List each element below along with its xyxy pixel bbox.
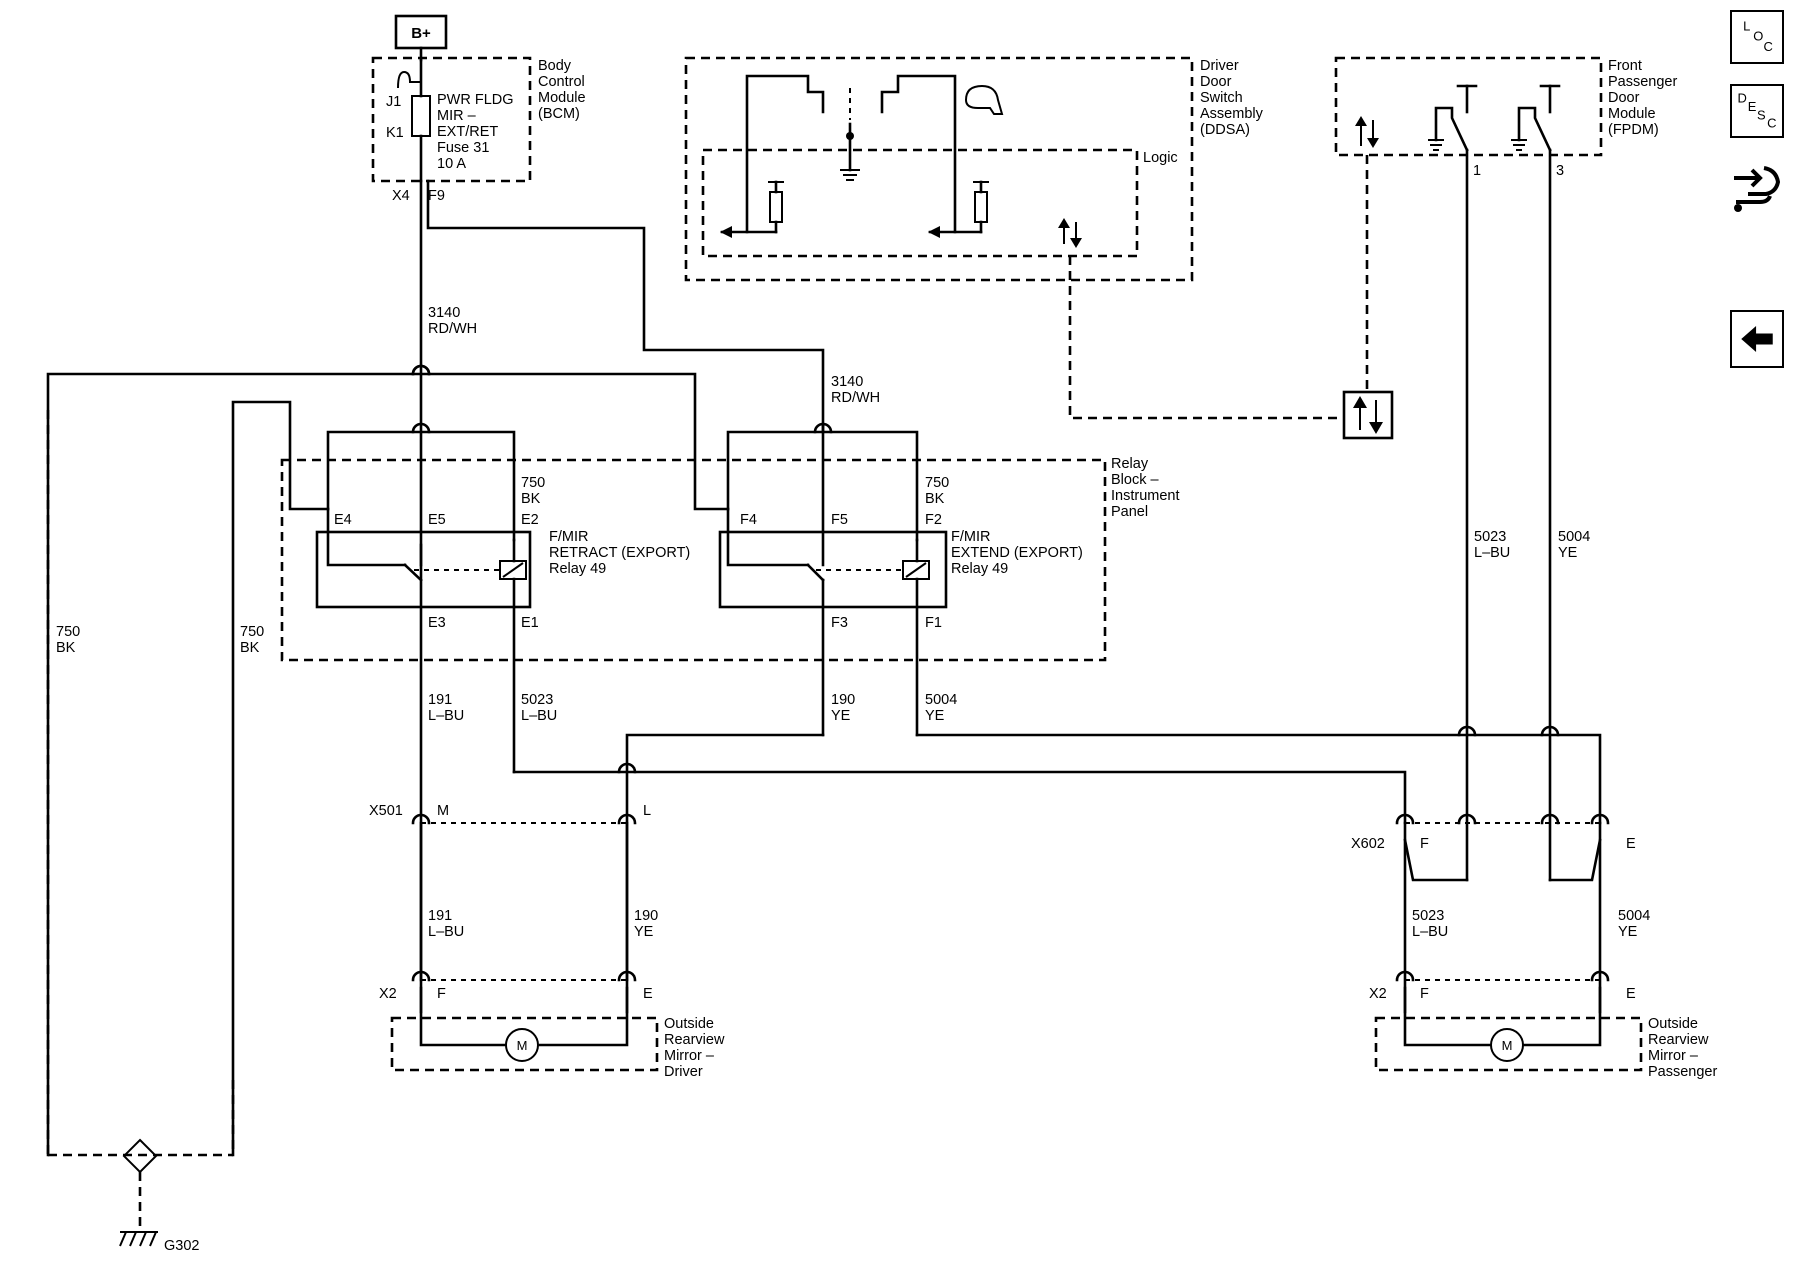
connector-x602: X602 F E — [1351, 813, 1636, 1014]
wire-5023-c: 5023 L–BU — [1412, 908, 1448, 940]
passenger-mirror-label: Outside Rearview Mirror – Passenger — [1648, 1016, 1717, 1080]
connector-x501: X501 M L — [369, 803, 651, 825]
fuse-label: PWR FLDG MIR – EXT/RET Fuse 31 10 A — [437, 92, 518, 172]
wire-5023-a: 5023 L–BU — [521, 692, 557, 724]
location-button[interactable]: L O C — [1730, 10, 1784, 64]
svg-text:E: E — [1748, 99, 1757, 114]
driver-mirror: M X2 F E Outside Rearview Mirror – Drive… — [379, 821, 728, 1080]
pin-e2: E2 — [521, 512, 539, 528]
wire-750-d: 750 BK — [240, 624, 268, 656]
wire-190-a: 190 YE — [831, 692, 859, 724]
relay-extend: F4 F5 F2 F3 F1 F/MIR EXTEND (EXPORT) Rel… — [718, 422, 1087, 737]
output-wires — [512, 148, 1602, 1014]
ground-wires — [46, 364, 730, 1157]
svg-text:O: O — [1753, 29, 1763, 44]
wire-750-a: 750 BK — [521, 475, 549, 507]
ground-symbol: G302 — [119, 1138, 199, 1254]
wire-5004-a: 5004 YE — [925, 692, 961, 724]
wire-3140-b: 3140 RD/WH — [831, 374, 880, 406]
x602-pin-e: E — [1626, 836, 1636, 852]
pin-x4: X4 — [392, 188, 410, 204]
x2-driver-pin-e: E — [643, 986, 653, 1002]
tools-icon[interactable] — [1730, 158, 1784, 218]
x602-label: X602 — [1351, 836, 1385, 852]
fpdm-pin-1: 1 — [1473, 163, 1481, 179]
x501-pin-m: M — [437, 803, 449, 819]
pin-f9: F9 — [428, 188, 445, 204]
pin-f3: F3 — [831, 615, 848, 631]
ddsa-module: Logic Driver Door Switch Assembly (DDSA) — [684, 56, 1267, 282]
x501-pin-l: L — [643, 803, 651, 819]
fpdm-label: Front Passenger Door Module (FPDM) — [1608, 58, 1681, 138]
fpdm-module: 1 3 Front Passenger Door Module (FPDM) — [1334, 56, 1681, 179]
wire-191-a: 191 L–BU — [428, 692, 464, 724]
x2-pass-label: X2 — [1369, 986, 1387, 1002]
pin-f1: F1 — [925, 615, 942, 631]
wire-190-b: 190 YE — [634, 908, 662, 940]
relay-block-label: Relay Block – Instrument Panel — [1111, 456, 1184, 520]
motor-label: M — [1502, 1038, 1513, 1053]
fuse-icon — [411, 95, 431, 137]
pin-f2: F2 — [925, 512, 942, 528]
relay-retract-label: F/MIR RETRACT (EXPORT) Relay 49 — [549, 529, 694, 577]
pin-e5: E5 — [428, 512, 446, 528]
pin-k1: K1 — [386, 125, 404, 141]
back-button[interactable] — [1730, 310, 1784, 368]
mirror-icon — [964, 84, 1004, 115]
svg-text:C: C — [1763, 39, 1772, 54]
relay-retract: E4 E5 E2 E3 E1 F/MIR RETRACT (EXPORT) Re… — [315, 422, 694, 774]
pin-f5: F5 — [831, 512, 848, 528]
x2-driver-pin-f: F — [437, 986, 446, 1002]
wire-3140-a: 3140 RD/WH — [428, 305, 477, 337]
passenger-mirror: M X2 F E Outside Rearview Mirror – Passe… — [1369, 970, 1717, 1080]
serial-data-link — [1068, 155, 1394, 440]
description-button[interactable]: D E S C — [1730, 84, 1784, 138]
motor-label: M — [517, 1038, 528, 1053]
wire-5023-b: 5023 L–BU — [1474, 529, 1510, 561]
x501-label: X501 — [369, 803, 403, 819]
battery-label: B+ — [411, 25, 431, 42]
wire-5004-c: 5004 YE — [1618, 908, 1654, 940]
wire-191-b: 191 L–BU — [428, 908, 464, 940]
bcm-label: Body Control Module (BCM) — [538, 58, 590, 122]
svg-text:C: C — [1767, 116, 1776, 131]
pin-f4: F4 — [740, 512, 757, 528]
svg-text:L: L — [1743, 19, 1750, 34]
ground-label: G302 — [164, 1238, 199, 1254]
driver-mirror-label: Outside Rearview Mirror – Driver — [664, 1016, 728, 1080]
power-wires — [411, 179, 825, 1014]
x2-pass-pin-e: E — [1626, 986, 1636, 1002]
pin-e4: E4 — [334, 512, 352, 528]
motor-icon — [505, 1028, 539, 1062]
bcm-module: B+ J1 K1 PWR FLDG MIR – EXT/RET Fuse 31 … — [371, 14, 590, 204]
wire-5004-b: 5004 YE — [1558, 529, 1594, 561]
serial-data-icon — [1058, 218, 1082, 248]
serial-data-icon — [1355, 116, 1379, 148]
x2-driver-label: X2 — [379, 986, 397, 1002]
wire-750-b: 750 BK — [925, 475, 953, 507]
back-arrow-icon — [1741, 326, 1773, 352]
svg-text:D: D — [1738, 91, 1747, 106]
pin-j1: J1 — [386, 94, 401, 110]
relay-extend-label: F/MIR EXTEND (EXPORT) Relay 49 — [951, 529, 1087, 577]
wire-750-c: 750 BK — [56, 624, 84, 656]
fpdm-pin-3: 3 — [1556, 163, 1564, 179]
ddsa-label: Driver Door Switch Assembly (DDSA) — [1200, 58, 1267, 138]
motor-icon — [1490, 1028, 1524, 1062]
ddsa-logic-label: Logic — [1143, 150, 1178, 166]
x2-pass-pin-f: F — [1420, 986, 1429, 1002]
pin-e1: E1 — [521, 615, 539, 631]
pin-e3: E3 — [428, 615, 446, 631]
x602-pin-f: F — [1420, 836, 1429, 852]
relay-block-outline — [280, 458, 1107, 662]
svg-text:S: S — [1757, 107, 1766, 122]
